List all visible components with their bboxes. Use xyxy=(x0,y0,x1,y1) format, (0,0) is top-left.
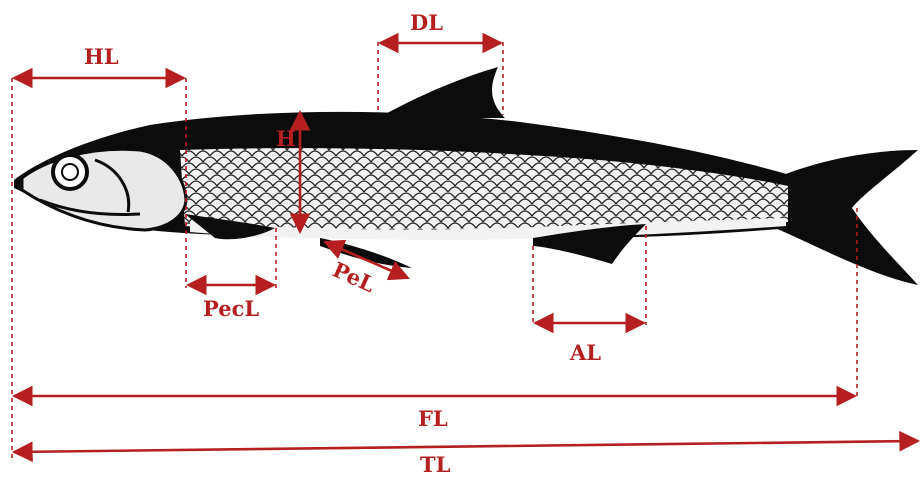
fish-pupil xyxy=(62,164,78,180)
label-al: AL xyxy=(569,340,601,365)
label-fl: FL xyxy=(418,406,448,431)
label-hl: HL xyxy=(84,44,119,69)
label-pecl: PecL xyxy=(203,296,259,321)
label-tl: TL xyxy=(420,452,451,477)
caudal-fin xyxy=(775,150,918,285)
label-h: H xyxy=(276,126,296,151)
label-dl: DL xyxy=(410,10,443,35)
pelvic-fin xyxy=(320,238,412,268)
fish-illustration xyxy=(14,67,918,285)
dorsal-fin xyxy=(378,67,505,118)
tl-arrow xyxy=(14,441,918,452)
